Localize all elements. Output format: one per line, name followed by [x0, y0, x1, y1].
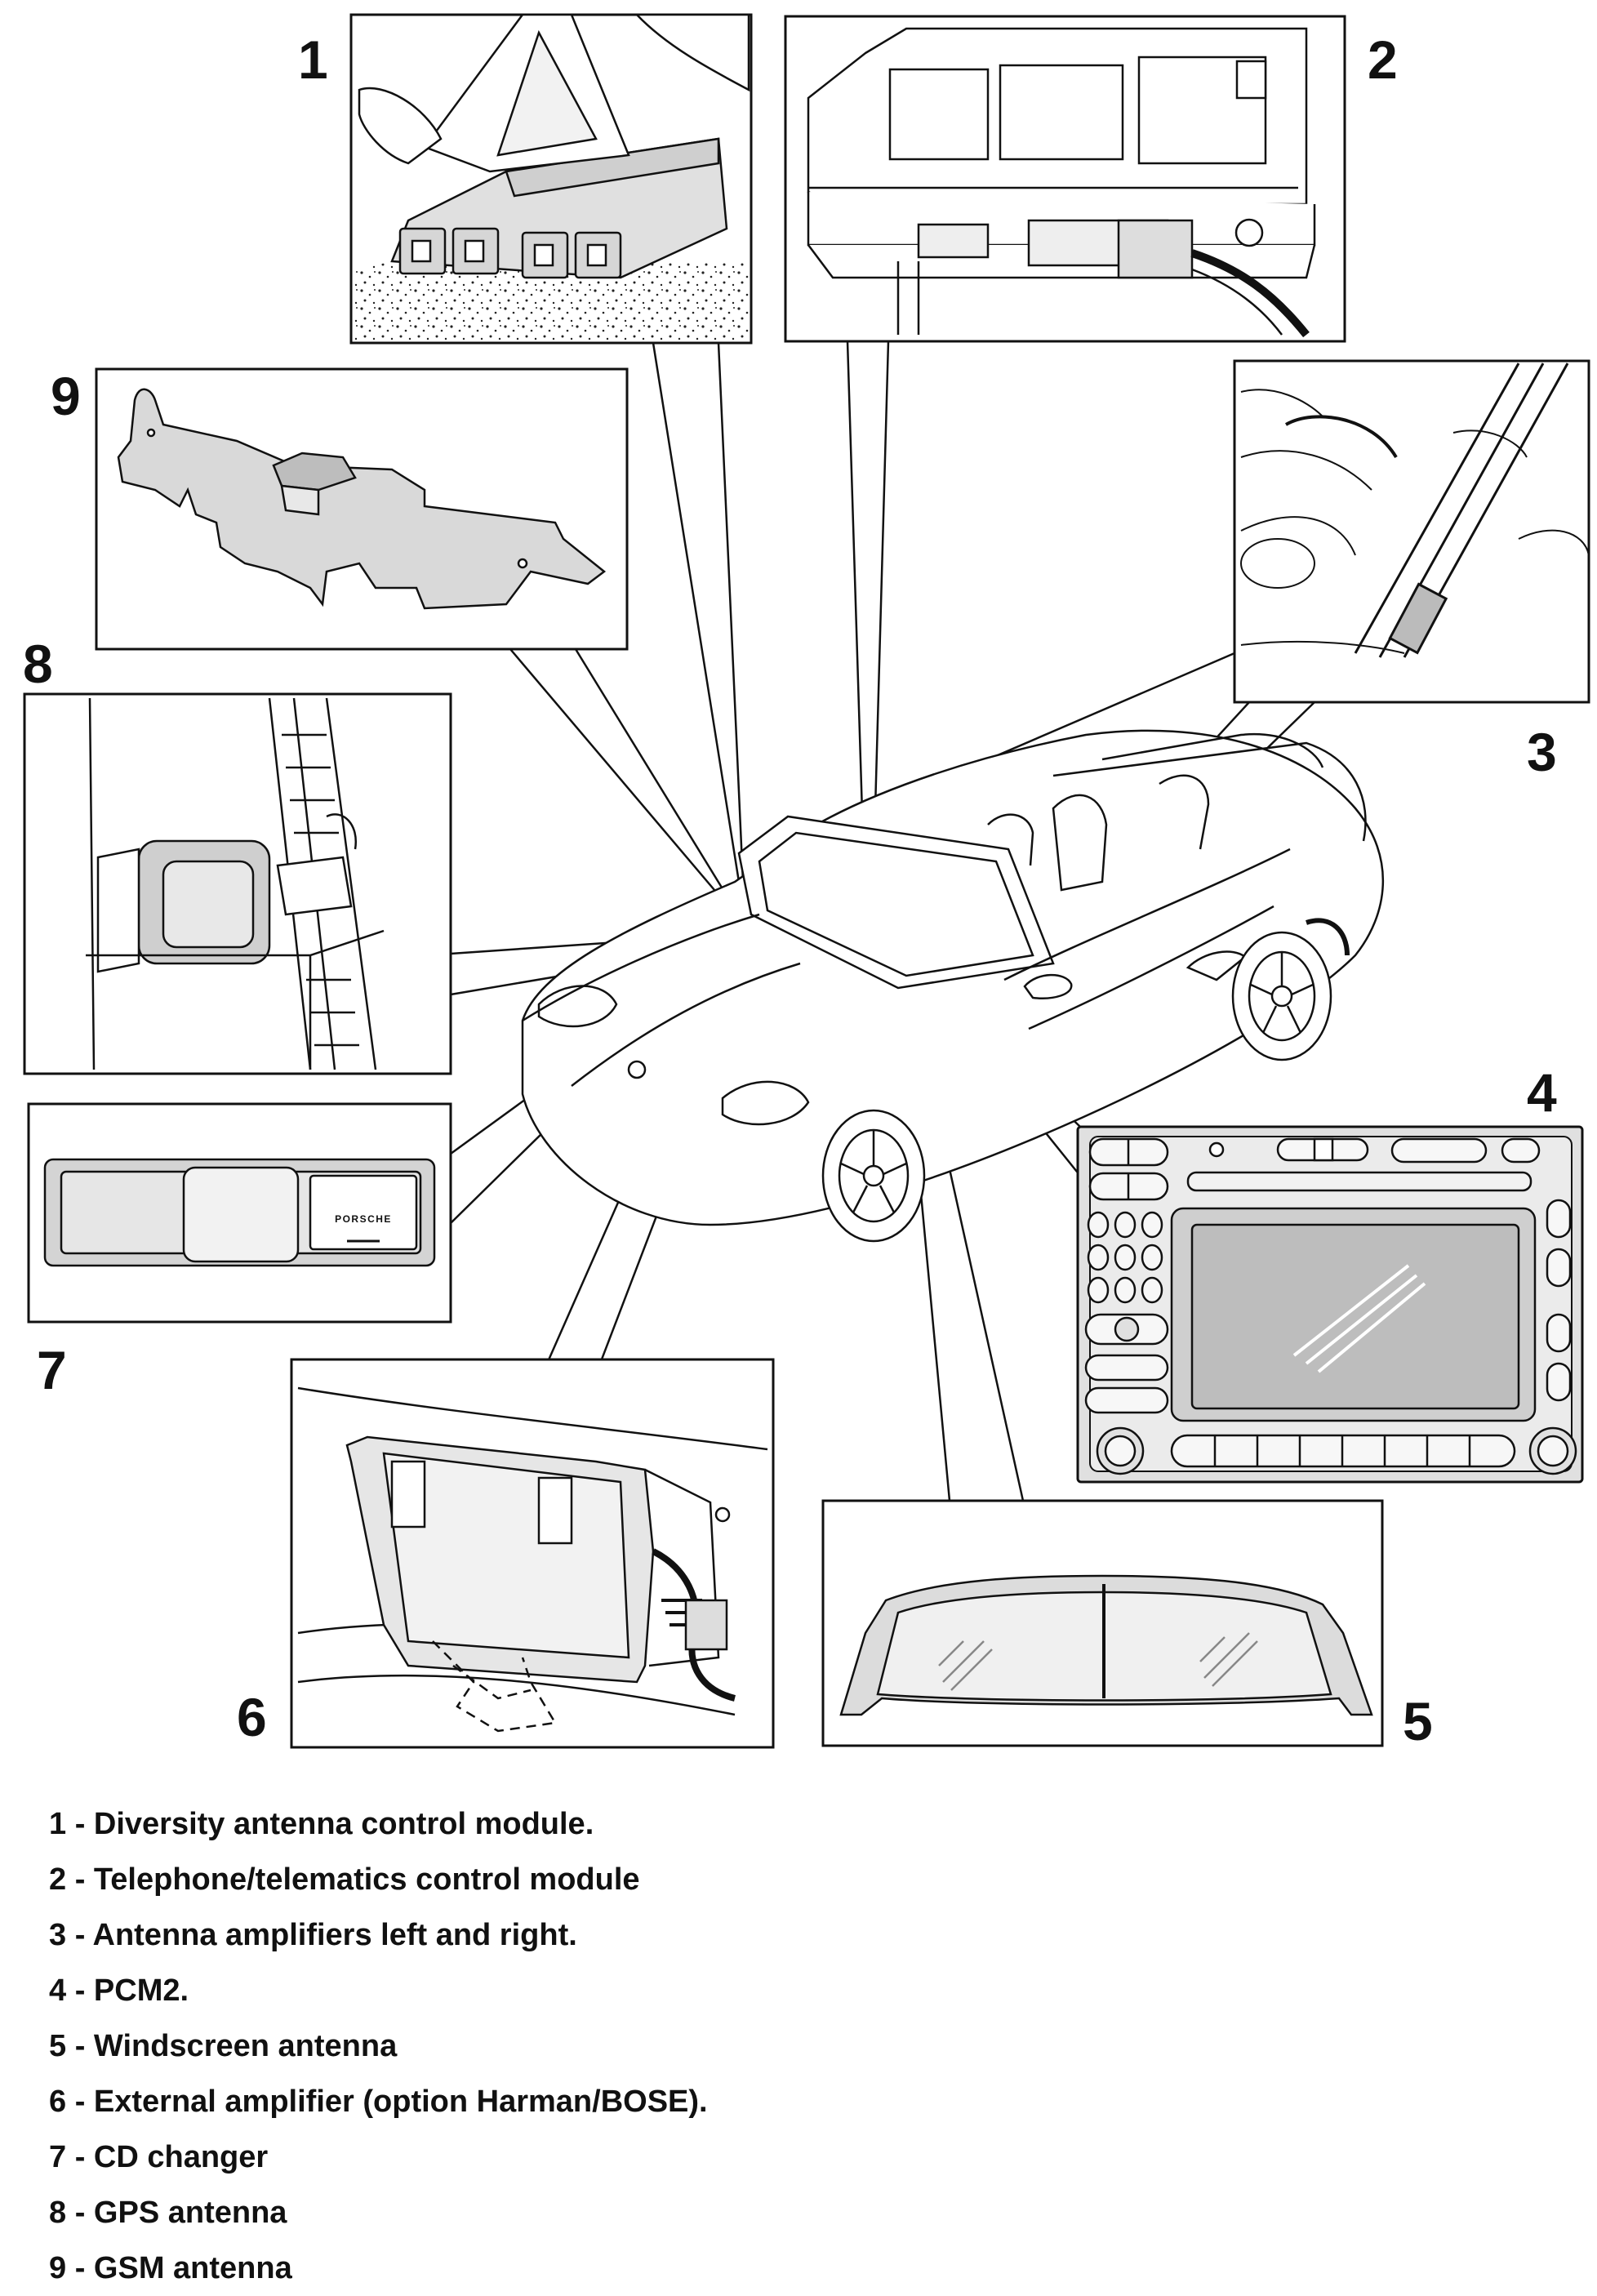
- panel-5-windscreen-antenna: [821, 1499, 1384, 1747]
- leader-line-1: [652, 342, 745, 883]
- callout-3: 3: [1527, 722, 1557, 782]
- legend-item-4: 4 - PCM2.: [49, 1973, 189, 2008]
- panel-4-pcm2-unit: [1076, 1125, 1584, 1484]
- antenna-amplifier: [1388, 582, 1448, 655]
- callout-8: 8: [23, 634, 53, 694]
- panel-9-gsm-antenna: [95, 367, 629, 651]
- legend-item-6: 6 - External amplifier (option Harman/BO…: [49, 2085, 708, 2119]
- panel-1-diversity-antenna-module: [349, 13, 753, 345]
- legend-item-9: 9 - GSM antenna: [49, 2251, 292, 2285]
- front-wheel: [821, 1109, 926, 1243]
- callout-1: 1: [298, 29, 328, 90]
- legend-item-8: 8 - GPS antenna: [49, 2196, 287, 2230]
- rear-wheel: [1231, 931, 1332, 1061]
- leader-line-9: [509, 648, 730, 899]
- panel-2-telephone-telematics-module: [784, 15, 1346, 343]
- callout-7: 7: [37, 1340, 67, 1400]
- car-illustration: [521, 729, 1385, 1243]
- component-location-diagram: PORSCHE: [23, 13, 1590, 1749]
- callout-5: 5: [1403, 1691, 1433, 1751]
- callout-2: 2: [1368, 29, 1398, 90]
- legend-item-5: 5 - Windscreen antenna: [49, 2029, 398, 2063]
- callout-9: 9: [51, 366, 81, 426]
- legend-item-3: 3 - Antenna amplifiers left and right.: [49, 1918, 577, 1952]
- legend-item-7: 7 - CD changer: [49, 2140, 269, 2174]
- legend-item-1: 1 - Diversity antenna control module.: [49, 1807, 594, 1841]
- gsm-antenna-plate: [117, 388, 607, 610]
- cd-changer-brand: PORSCHE: [335, 1213, 392, 1225]
- component-legend: 1 - Diversity antenna control module. 2 …: [49, 1796, 1568, 2296]
- leader-line-2: [846, 340, 890, 868]
- callout-4: 4: [1527, 1062, 1557, 1123]
- callout-6: 6: [237, 1687, 267, 1747]
- legend-item-2: 2 - Telephone/telematics control module: [49, 1862, 640, 1897]
- panel-8-gps-antenna: [23, 692, 452, 1075]
- panel-3-antenna-amplifiers: [1233, 359, 1590, 704]
- panel-7-cd-changer: PORSCHE: [27, 1102, 452, 1324]
- panel-6-external-amplifier: [290, 1358, 775, 1749]
